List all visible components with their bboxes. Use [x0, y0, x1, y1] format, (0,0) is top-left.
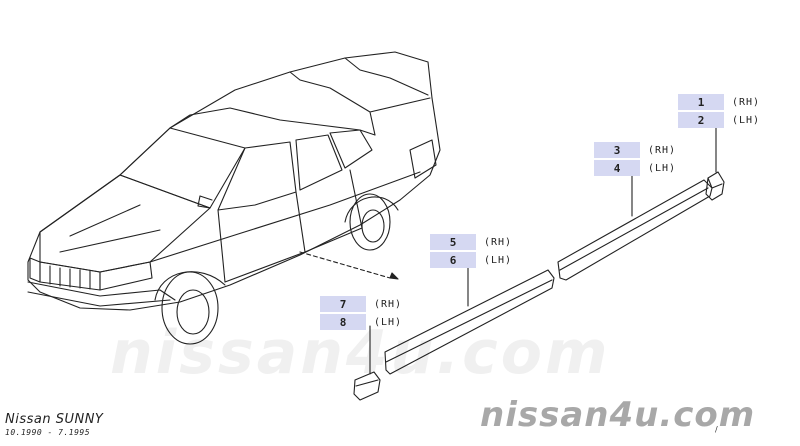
car-windshield — [119, 127, 246, 209]
side-label-rh: (RH) — [732, 96, 761, 108]
part-number-3[interactable]: 3 — [594, 142, 640, 158]
car-rear-door-window — [295, 134, 343, 191]
car-front-wheel-arch — [154, 271, 226, 301]
car-trunk — [289, 57, 431, 136]
car-headlights — [29, 257, 153, 291]
car-body-side-crease — [149, 171, 421, 263]
callout-row-2: 2 (LH) — [678, 112, 760, 128]
car-door-lines — [217, 169, 363, 283]
part-5-6-front-door-molding — [384, 269, 555, 375]
callout-row-4: 4 (LH) — [594, 160, 676, 176]
callout-1-2: 1 (RH) 2 (LH) — [678, 94, 760, 128]
callout-row-6: 6 (LH) — [430, 252, 512, 268]
car-rear-wheel-arch — [344, 196, 399, 223]
part-number-6[interactable]: 6 — [430, 252, 476, 268]
callout-row-5: 5 (RH) — [430, 234, 512, 250]
part-7-8-front-fender-molding — [353, 371, 381, 401]
car-front-wheel-hub — [176, 289, 210, 335]
callout-row-7: 7 (RH) — [320, 296, 402, 312]
part-number-7[interactable]: 7 — [320, 296, 366, 312]
model-years: 10.1990 - 7.1995 — [5, 428, 91, 437]
callout-5-6: 5 (RH) 6 (LH) — [430, 234, 512, 268]
side-label-lh: (LH) — [484, 254, 513, 266]
corner-mark: / — [715, 425, 718, 434]
callout-row-1: 1 (RH) — [678, 94, 760, 110]
part-number-5[interactable]: 5 — [430, 234, 476, 250]
parts — [353, 123, 725, 401]
callout-7-8: 7 (RH) 8 (LH) — [320, 296, 402, 330]
side-label-lh: (LH) — [648, 162, 677, 174]
callout-row-3: 3 (RH) — [594, 142, 676, 158]
car-mirror — [197, 195, 213, 209]
model-name: Nissan SUNNY — [5, 412, 104, 427]
part-number-2[interactable]: 2 — [678, 112, 724, 128]
car-illustration — [27, 51, 441, 345]
part-3-4-rear-door-molding — [557, 179, 713, 281]
site-watermark: nissan4u.com — [480, 395, 756, 435]
car-hood — [39, 174, 211, 273]
part-number-4[interactable]: 4 — [594, 160, 640, 176]
side-label-lh: (LH) — [374, 316, 403, 328]
car-roof — [169, 107, 376, 136]
side-label-rh: (RH) — [484, 236, 513, 248]
callout-row-8: 8 (LH) — [320, 314, 402, 330]
model-caption: Nissan SUNNY 10.1990 - 7.1995 — [5, 412, 103, 437]
car-rear-lamp — [409, 139, 437, 179]
car-bumper — [27, 281, 176, 307]
car-body-outline — [27, 51, 441, 311]
car-rear-wheel — [349, 193, 391, 251]
car-front-door-window — [217, 141, 297, 211]
part-1-2-rear-end-cap — [705, 171, 725, 201]
callout-3-4: 3 (RH) 4 (LH) — [594, 142, 676, 176]
side-label-rh: (RH) — [374, 298, 403, 310]
side-label-lh: (LH) — [732, 114, 761, 126]
car-rear-wheel-hub — [361, 209, 385, 243]
side-label-rh: (RH) — [648, 144, 677, 156]
indicator-arrow-head — [389, 272, 399, 280]
part-number-8[interactable]: 8 — [320, 314, 366, 330]
indicator-dashed-line — [299, 251, 391, 279]
part-number-1[interactable]: 1 — [678, 94, 724, 110]
car-quarter-window — [329, 129, 373, 169]
